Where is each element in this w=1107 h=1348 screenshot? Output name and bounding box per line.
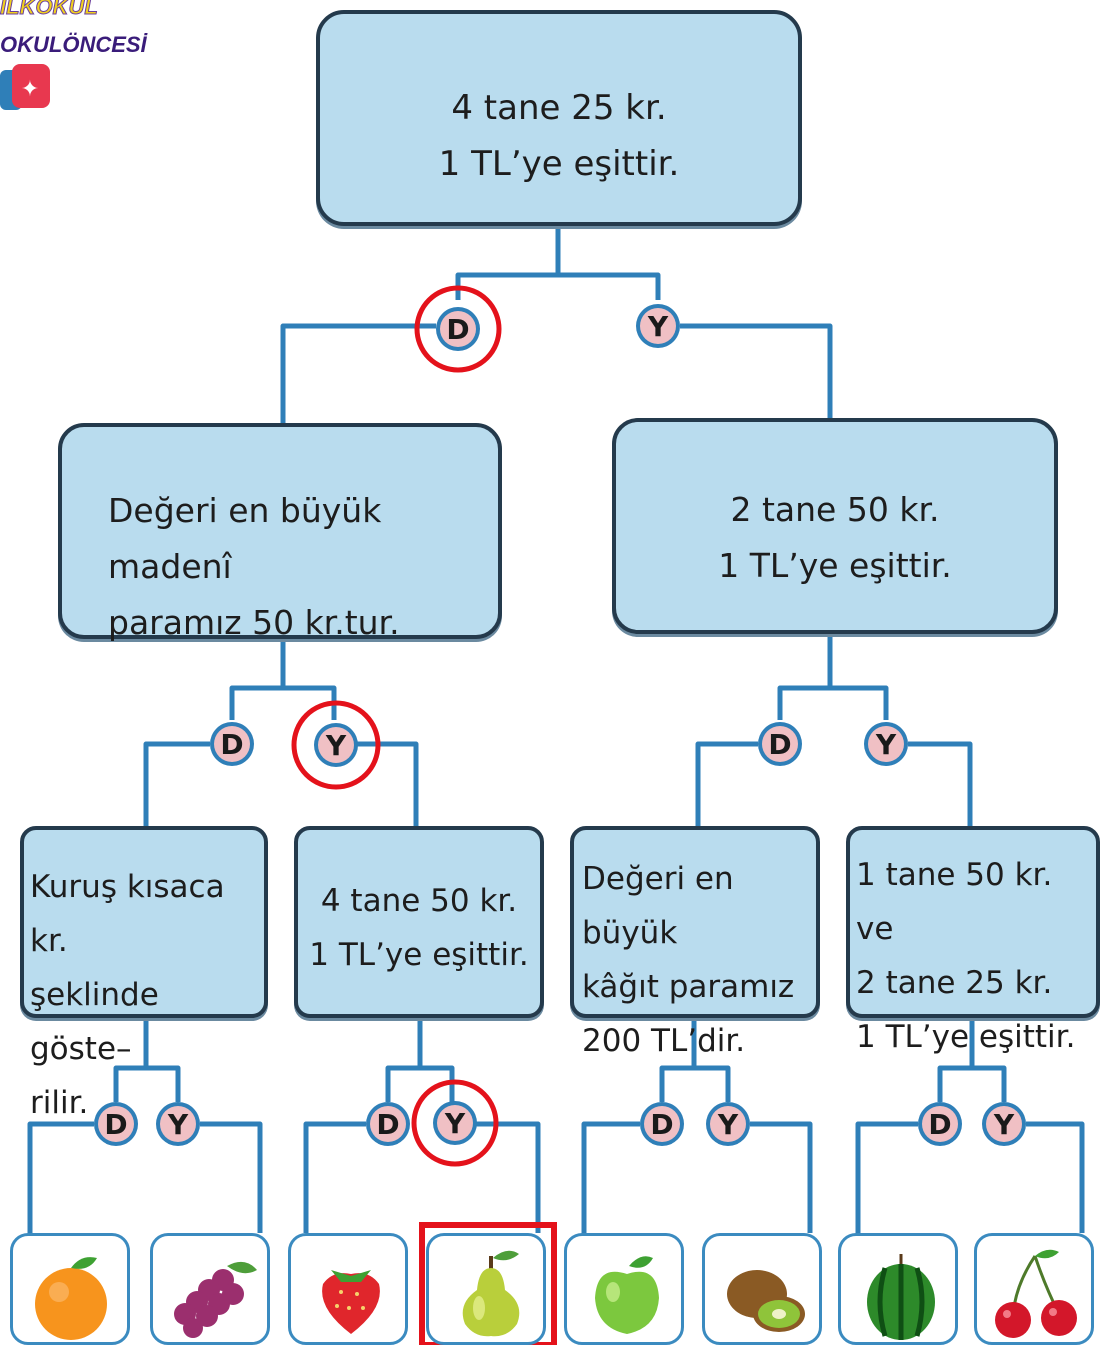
statement-line: kâğıt paramız: [582, 969, 795, 1005]
statement-line: 4 tane 25 kr.: [451, 88, 667, 128]
statement-line: 1 TL’ye eşittir.: [856, 1019, 1076, 1055]
fruit-card-cherries[interactable]: [974, 1233, 1094, 1345]
statement-line: Değeri en büyük: [582, 861, 734, 951]
fruit-card-pear[interactable]: [426, 1233, 546, 1345]
left-right-statement-box: 4 tane 50 kr. 1 TL’ye eşittir.: [294, 826, 544, 1018]
brand-line-okuloncesi: OKULÖNCESİ: [0, 32, 147, 57]
pear-icon: [462, 1250, 520, 1337]
fruit-card-watermelon[interactable]: [838, 1233, 958, 1345]
statement-line: 1 TL’ye eşittir.: [718, 546, 952, 585]
root-statement-box: 4 tane 25 kr. 1 TL’ye eşittir.: [316, 10, 802, 226]
statement-line: 1 tane 50 kr. ve: [856, 857, 1053, 947]
right-right-statement-box: 1 tane 50 kr. ve 2 tane 25 kr. 1 TL’ye e…: [846, 826, 1100, 1055]
orange-icon: [35, 1257, 107, 1340]
statement-line: 4 tane 50 kr.: [320, 883, 518, 919]
statement-line: 2 tane 50 kr.: [730, 490, 940, 529]
right-left-statement-box: Değeri en büyük kâğıt paramız 200 TL’dir…: [570, 826, 820, 1059]
fruit-card-grapes[interactable]: [150, 1233, 270, 1345]
statement-line: Değeri en büyük madenî: [108, 491, 382, 586]
svg-text:✦: ✦: [21, 77, 39, 102]
statement-line: Kuruş kısaca kr.: [30, 869, 225, 959]
grapes-icon: [174, 1261, 257, 1338]
kiwi-icon: [727, 1270, 805, 1332]
brand-logo-icon: ✦: [0, 64, 50, 110]
fruit-card-orange[interactable]: [10, 1233, 130, 1345]
statement-line: şeklinde göste–: [30, 977, 159, 1067]
statement-line: 2 tane 25 kr.: [856, 965, 1053, 1001]
right-statement-box: 2 tane 50 kr. 1 TL’ye eşittir.: [612, 418, 1058, 634]
cherries-icon: [995, 1249, 1077, 1338]
fruit-card-strawberry[interactable]: [288, 1233, 408, 1345]
fruit-card-kiwi[interactable]: [702, 1233, 822, 1345]
fruit-card-apple[interactable]: [564, 1233, 684, 1345]
left-left-statement-box: Kuruş kısaca kr. şeklinde göste– rilir.: [20, 826, 268, 1121]
strawberry-icon: [322, 1270, 380, 1334]
statement-line: 200 TL’dir.: [582, 1023, 746, 1059]
brand-line-ilkokul: İLKOKUL: [0, 0, 98, 20]
watermelon-icon: [867, 1254, 935, 1340]
statement-line: 1 TL’ye eşittir.: [309, 937, 529, 973]
apple-icon: [595, 1256, 659, 1334]
statement-line: paramız 50 kr.tur.: [108, 603, 400, 642]
statement-line: rilir.: [30, 1085, 89, 1121]
statement-line: 1 TL’ye eşittir.: [438, 144, 680, 184]
left-statement-box: Değeri en büyük madenî paramız 50 kr.tur…: [58, 423, 502, 642]
